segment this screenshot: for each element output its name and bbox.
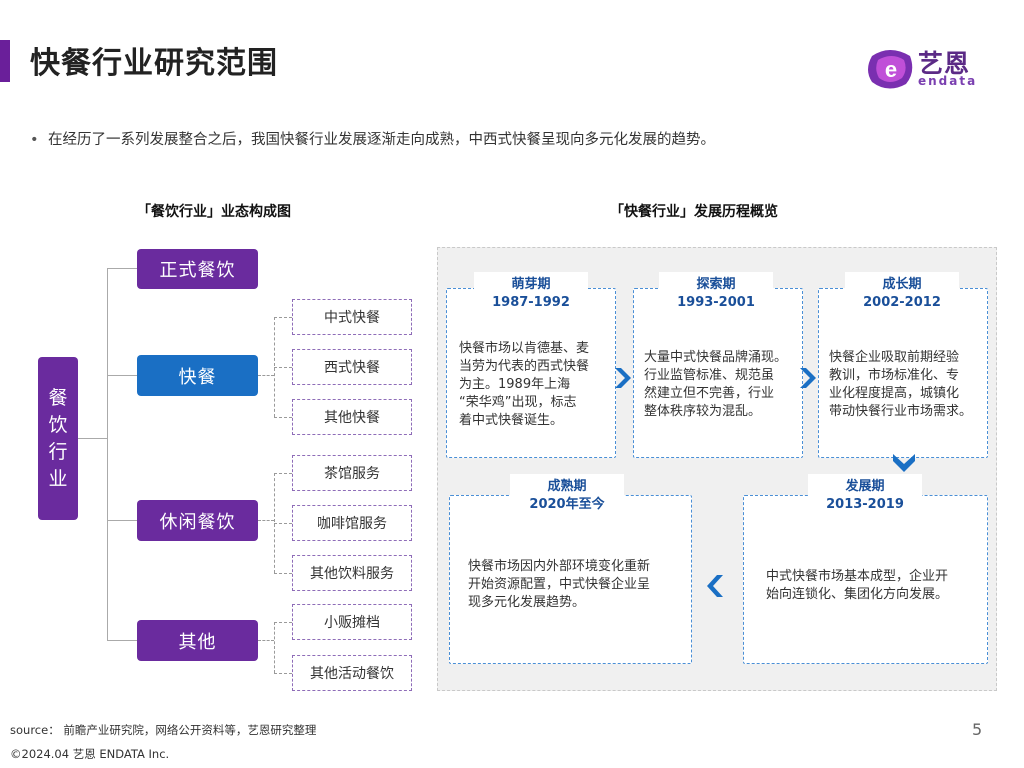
left-chart-title: 「餐饮行业」业态构成图 bbox=[137, 204, 291, 220]
title-accent-bar bbox=[0, 40, 10, 82]
connector bbox=[274, 473, 292, 474]
connector bbox=[274, 523, 292, 524]
stage-period: 1993-2001 bbox=[677, 295, 755, 310]
stage-period: 2020年至今 bbox=[529, 497, 605, 512]
leaf-chinese-fast-food: 中式快餐 bbox=[292, 299, 412, 335]
stage-desc-line: 快餐市场因内外部环境变化重新 bbox=[468, 559, 651, 574]
stage-desc-line: 为主。1989年上海 bbox=[459, 377, 571, 392]
stage-box-sprouting bbox=[446, 288, 616, 458]
stage-desc-line: “荣华鸡”出现，标志 bbox=[459, 395, 577, 410]
connector bbox=[274, 573, 292, 574]
connector bbox=[258, 640, 274, 641]
stage-period: 2002-2012 bbox=[863, 295, 941, 310]
connector bbox=[258, 375, 274, 376]
leaf-tea-house: 茶馆服务 bbox=[292, 455, 412, 491]
stage-name: 成熟期 bbox=[547, 479, 587, 494]
stage-name: 成长期 bbox=[882, 277, 922, 292]
stage-desc-line: 快餐市场以肯德基、麦 bbox=[459, 341, 590, 356]
category-casual-dining: 休闲餐饮 bbox=[137, 500, 258, 541]
svg-text:e: e bbox=[885, 57, 897, 82]
connector bbox=[107, 268, 108, 641]
chevron-right-icon bbox=[800, 368, 816, 388]
connector bbox=[274, 317, 292, 318]
stage-label-sprouting: 萌芽期 1987-1992 bbox=[474, 272, 588, 316]
stage-desc-line: 业化程度提高，城镇化 bbox=[829, 386, 960, 401]
category-fast-food: 快餐 bbox=[137, 355, 258, 396]
connector bbox=[107, 268, 137, 269]
stage-label-maturity: 成熟期 2020年至今 bbox=[510, 474, 624, 518]
stage-label-development: 发展期 2013-2019 bbox=[808, 474, 922, 518]
stage-period: 2013-2019 bbox=[826, 497, 904, 512]
stage-desc-sprouting: 快餐市场以肯德基、麦 当劳为代表的西式快餐 为主。1989年上海 “荣华鸡”出现… bbox=[459, 340, 611, 430]
connector bbox=[258, 520, 274, 521]
leaf-other-catering: 其他活动餐饮 bbox=[292, 655, 412, 691]
stage-period: 1987-1992 bbox=[492, 295, 570, 310]
logo-text-cn: 艺恩 bbox=[918, 49, 971, 78]
stage-desc-development: 中式快餐市场基本成型，企业开 始向连锁化、集团化方向发展。 bbox=[766, 568, 976, 604]
stage-desc-growth: 快餐企业吸取前期经验 教训，市场标准化、专 业化程度提高，城镇化 带动快餐行业市… bbox=[829, 349, 989, 421]
leaf-cafe: 咖啡馆服务 bbox=[292, 505, 412, 541]
category-formal-dining: 正式餐饮 bbox=[137, 249, 258, 289]
stage-desc-line: 着中式快餐诞生。 bbox=[459, 413, 564, 428]
stage-desc-line: 然建立但不完善，行业 bbox=[644, 386, 775, 401]
right-chart-title: 「快餐行业」发展历程概览 bbox=[610, 204, 778, 220]
connector bbox=[78, 438, 108, 439]
connector bbox=[274, 673, 292, 674]
stage-label-exploration: 探索期 1993-2001 bbox=[659, 272, 773, 316]
stage-name: 发展期 bbox=[845, 479, 885, 494]
stage-desc-line: 现多元化发展趋势。 bbox=[468, 595, 586, 610]
stage-desc-exploration: 大量中式快餐品牌涌现。 行业监管标准、规范虽 然建立但不完善，行业 整体秩序较为… bbox=[644, 349, 800, 421]
stage-desc-line: 快餐企业吸取前期经验 bbox=[829, 350, 960, 365]
chevron-down-icon bbox=[893, 454, 915, 472]
root-char: 饮 bbox=[48, 413, 68, 436]
footer-copyright: ©2024.04 艺恩 ENDATA Inc. bbox=[10, 747, 170, 761]
category-other: 其他 bbox=[137, 620, 258, 661]
intro-text: 在经历了一系列发展整合之后，我国快餐行业发展逐渐走向成熟，中西式快餐呈现向多元化… bbox=[48, 132, 715, 148]
logo-text-en: endata bbox=[918, 74, 978, 88]
connector bbox=[107, 375, 137, 376]
intro-bullet: • 在经历了一系列发展整合之后，我国快餐行业发展逐渐走向成熟，中西式快餐呈现向多元… bbox=[30, 128, 715, 149]
stage-desc-line: 行业监管标准、规范虽 bbox=[644, 368, 775, 383]
endata-logo-icon: e bbox=[868, 50, 913, 89]
footer-source: source： 前瞻产业研究院，网络公开资料等，艺恩研究整理 bbox=[10, 723, 317, 737]
stage-desc-line: 中式快餐市场基本成型，企业开 bbox=[766, 569, 949, 584]
connector bbox=[107, 520, 137, 521]
stage-desc-line: 当劳为代表的西式快餐 bbox=[459, 359, 590, 374]
stage-desc-maturity: 快餐市场因内外部环境变化重新 开始资源配置，中式快餐企业呈 现多元化发展趋势。 bbox=[468, 558, 683, 612]
leaf-street-stall: 小贩摊档 bbox=[292, 604, 412, 640]
connector bbox=[274, 622, 292, 623]
root-box-restaurant-industry: 餐 饮 行 业 bbox=[38, 357, 78, 520]
connector bbox=[274, 622, 275, 673]
leaf-western-fast-food: 西式快餐 bbox=[292, 349, 412, 385]
page-title: 快餐行业研究范围 bbox=[30, 46, 278, 81]
root-char: 餐 bbox=[48, 386, 68, 409]
stage-label-growth: 成长期 2002-2012 bbox=[845, 272, 959, 316]
chevron-right-icon bbox=[615, 368, 631, 388]
chevron-left-icon bbox=[707, 575, 723, 597]
stage-desc-line: 大量中式快餐品牌涌现。 bbox=[644, 350, 788, 365]
leaf-other-beverage: 其他饮料服务 bbox=[292, 555, 412, 591]
connector bbox=[274, 417, 292, 418]
connector bbox=[274, 367, 292, 368]
connector bbox=[107, 640, 137, 641]
stage-desc-line: 带动快餐行业市场需求。 bbox=[829, 404, 973, 419]
stage-box-development bbox=[743, 495, 988, 664]
root-char: 行 bbox=[48, 440, 68, 463]
bullet-dot: • bbox=[30, 132, 39, 148]
stage-desc-line: 教训，市场标准化、专 bbox=[829, 368, 960, 383]
page-number: 5 bbox=[972, 720, 983, 739]
stage-desc-line: 始向连锁化、集团化方向发展。 bbox=[766, 587, 949, 602]
root-char: 业 bbox=[48, 467, 68, 490]
stage-box-exploration bbox=[633, 288, 803, 458]
stage-box-growth bbox=[818, 288, 988, 458]
stage-name: 萌芽期 bbox=[511, 277, 551, 292]
stage-name: 探索期 bbox=[696, 277, 736, 292]
leaf-other-fast-food: 其他快餐 bbox=[292, 399, 412, 435]
stage-desc-line: 开始资源配置，中式快餐企业呈 bbox=[468, 577, 651, 592]
stage-desc-line: 整体秩序较为混乱。 bbox=[644, 404, 762, 419]
